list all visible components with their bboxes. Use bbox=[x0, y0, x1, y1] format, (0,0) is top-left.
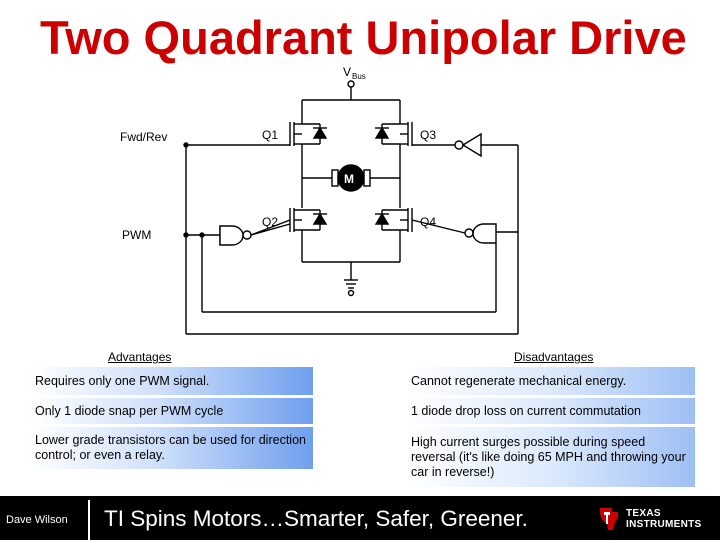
advantages-heading: Advantages bbox=[108, 350, 172, 364]
disadvantage-item-3: High current surges possible during spee… bbox=[405, 427, 695, 487]
q4-label: Q4 bbox=[420, 215, 436, 229]
advantage-item-2: Only 1 diode snap per PWM cycle bbox=[29, 398, 313, 424]
q3-diode bbox=[374, 126, 390, 139]
ti-logo-text: TEXAS INSTRUMENTS bbox=[626, 508, 702, 530]
ti-logo-line2: INSTRUMENTS bbox=[626, 519, 702, 530]
vbus-label: V bbox=[343, 65, 351, 79]
disadvantage-item-2: 1 diode drop loss on current commutation bbox=[405, 398, 695, 424]
motor-label: M bbox=[344, 172, 354, 186]
q1-diode bbox=[312, 126, 328, 139]
footer-divider bbox=[88, 500, 90, 540]
q4-transistor bbox=[381, 208, 413, 262]
q2-label: Q2 bbox=[262, 215, 278, 229]
vbus-terminal bbox=[347, 80, 355, 88]
q3-transistor bbox=[381, 122, 413, 178]
footer-bar bbox=[0, 496, 720, 540]
motor-symbol bbox=[337, 164, 365, 192]
and-gate-right bbox=[472, 223, 497, 244]
q4-diode bbox=[374, 212, 390, 225]
pwm-label: PWM bbox=[122, 228, 151, 242]
page-title: Two Quadrant Unipolar Drive bbox=[40, 11, 687, 64]
ti-logo-line1: TEXAS bbox=[626, 508, 661, 519]
h-bridge-schematic: V Bus Fwd/Rev PWM Q1 Q2 Q3 Q4 M bbox=[120, 65, 519, 335]
q3-label: Q3 bbox=[420, 128, 436, 142]
inverter-gate bbox=[461, 132, 482, 158]
disadvantages-heading: Disadvantages bbox=[514, 350, 594, 364]
footer-tagline: TI Spins Motors…Smarter, Safer, Greener. bbox=[104, 506, 528, 531]
q1-label: Q1 bbox=[262, 128, 278, 142]
q1-transistor bbox=[289, 122, 321, 178]
q2-transistor bbox=[289, 208, 321, 262]
disadvantage-item-1: Cannot regenerate mechanical energy. bbox=[405, 367, 695, 395]
q2-diode bbox=[312, 212, 328, 225]
author-name: Dave Wilson bbox=[6, 514, 68, 526]
fwd-rev-label: Fwd/Rev bbox=[120, 130, 167, 144]
ti-logo-icon bbox=[600, 508, 618, 530]
advantage-item-3: Lower grade transistors can be used for … bbox=[29, 427, 313, 469]
vbus-subscript: Bus bbox=[352, 72, 366, 81]
advantage-item-1: Requires only one PWM signal. bbox=[29, 367, 313, 395]
